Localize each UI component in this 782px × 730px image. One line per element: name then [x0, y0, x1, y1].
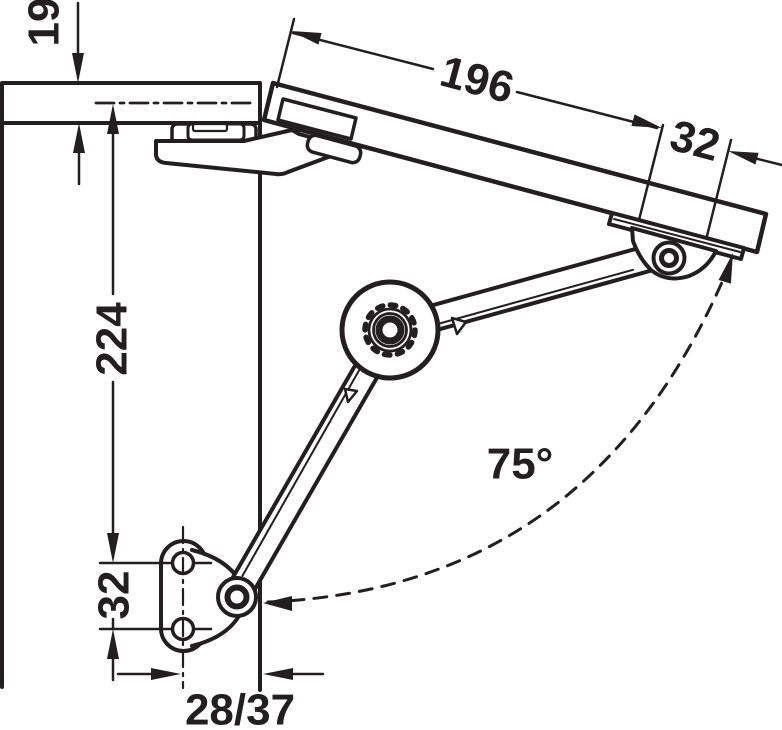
cabinet-panels — [0, 81, 262, 692]
lever-mechanism — [159, 211, 746, 653]
upper-arm-marker-triangle — [450, 316, 468, 336]
arrowhead-arc-left — [263, 596, 292, 611]
hub-ring — [372, 312, 408, 348]
swing-arc — [266, 254, 735, 604]
arrowhead-down — [107, 533, 119, 563]
hub-axle — [375, 315, 405, 345]
dim-flap-length — [275, 17, 662, 130]
flap-pivot-pin — [659, 248, 679, 268]
lower-arm-face — [225, 319, 401, 608]
dim-panel-thickness — [72, 1, 85, 186]
lower-arm-edge-line — [241, 341, 376, 577]
plate-bracket-fill — [192, 550, 239, 646]
lower-arm-marker-triangle — [343, 387, 359, 404]
arrowhead-right — [631, 114, 662, 128]
flap-plate-edge-line — [613, 218, 741, 253]
flap-side-fitting — [305, 133, 363, 165]
bottom-pivot-pin — [224, 584, 250, 610]
upper-arm-edge-line — [412, 268, 634, 332]
arrowhead-up — [73, 123, 85, 153]
extension-line — [275, 17, 296, 89]
plate-bracket-bottom — [190, 614, 241, 648]
label-arm-mount-height: 224 — [88, 302, 137, 376]
extension-line — [636, 123, 665, 226]
label-opening-angle: 75° — [487, 440, 554, 489]
extension-line — [704, 138, 733, 242]
arrowhead-left — [263, 668, 293, 680]
fitting-lip — [191, 122, 229, 133]
front-fitting — [154, 122, 363, 177]
dim-flap-pivot-offset — [636, 123, 782, 242]
label-plate-setback: 28/37 — [185, 686, 295, 730]
dim-hole-spacing — [107, 617, 119, 682]
dim-arm-mount-height — [107, 104, 119, 563]
arrowhead-left — [728, 151, 759, 165]
arrowhead-up — [107, 104, 119, 134]
flap-recess — [276, 97, 358, 141]
arrowhead-right — [151, 668, 181, 680]
dims-bottom — [98, 525, 325, 690]
flap-slab — [261, 80, 769, 255]
label-panel-thickness: 19 — [20, 0, 69, 46]
arrowhead-left — [291, 31, 322, 45]
label-plate-hole-spacing: 32 — [90, 571, 139, 620]
hub-gear-teeth — [362, 302, 418, 358]
arrowhead-down — [72, 53, 84, 83]
arrowhead-arc-top — [718, 253, 733, 284]
arrowhead-up — [107, 629, 119, 659]
opening-angle-arc — [263, 253, 735, 611]
label-flap-length: 196 — [435, 47, 519, 113]
flap-door — [261, 80, 769, 255]
label-flap-pivot-offset: 32 — [665, 111, 725, 171]
